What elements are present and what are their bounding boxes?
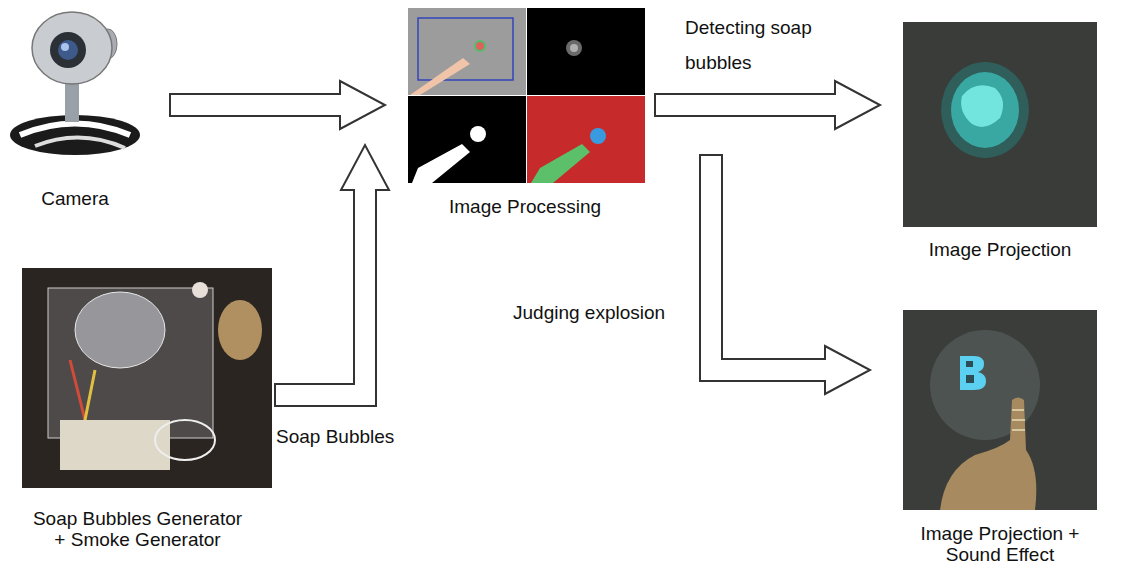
bubble-region: [590, 128, 606, 144]
bubble-light: [961, 85, 1003, 127]
arrow-label: Soap Bubbles: [276, 426, 416, 448]
bubble-glow: [566, 40, 582, 56]
acrylic-frame: [48, 288, 213, 438]
bubble-drum: [75, 292, 165, 368]
picture-caption: Image Projection + Sound Effect: [910, 523, 1090, 565]
generator-picture: [22, 268, 272, 488]
bubble-halo: [941, 62, 1029, 158]
webcam-lens: [58, 40, 78, 60]
picture-node: Image Projection + Sound Effect: [900, 310, 1100, 565]
hand: [940, 398, 1036, 511]
finger-blob: [412, 144, 470, 183]
bubble-core: [570, 44, 578, 52]
projection-picture: [903, 22, 1097, 227]
webcam-lens-glint: [61, 43, 69, 51]
webcam-base-stripe: [35, 137, 125, 148]
processing-picture: [408, 8, 645, 183]
projected-glyph: [960, 356, 986, 390]
picture-node: Image Projection: [900, 22, 1100, 260]
photo-ground: [903, 310, 1097, 510]
picture-caption: Image Projection: [902, 239, 1098, 260]
glyph-hole: [966, 361, 973, 367]
finger-region: [531, 144, 590, 183]
toy: [218, 300, 262, 360]
webcam-neck: [65, 82, 79, 122]
picture-node: Image Processing: [405, 8, 645, 217]
bowl: [155, 420, 215, 460]
camera-frame: [408, 8, 526, 95]
webcam-base-stripe: [20, 124, 130, 136]
bubble-mark: [475, 41, 485, 51]
finger-lines: [1012, 410, 1025, 430]
picture-caption: Image Processing: [407, 196, 643, 217]
fitting: [192, 282, 208, 298]
arrow-label: Detecting soap bubbles: [685, 10, 815, 80]
picture-caption: Camera: [7, 188, 143, 209]
finger: [410, 58, 470, 95]
picture-caption: Soap Bubbles Generator + Smoke Generator: [28, 508, 248, 550]
photo-ground: [22, 268, 272, 488]
binary-frame: [408, 96, 526, 183]
label-frame: [527, 96, 645, 183]
block-arrow: [170, 81, 385, 129]
difference-frame: [527, 8, 645, 95]
photo-ground: [903, 22, 1097, 227]
webcam-lens-ring: [50, 32, 86, 68]
picture-node: Soap Bubbles Generator + Smoke Generator: [5, 268, 270, 550]
block-arrow: [655, 81, 880, 129]
search-window: [418, 18, 513, 80]
block-arrow: [275, 145, 389, 406]
arrow-label: Judging explosion: [513, 302, 688, 324]
glyph-hole: [966, 375, 974, 383]
block-arrow: [700, 155, 870, 394]
explosion-picture: [903, 310, 1097, 510]
bubble-blob: [470, 126, 486, 142]
picture-node: Camera: [5, 5, 145, 209]
smoke-box: [60, 420, 170, 470]
webcam-body: [32, 12, 112, 84]
bubble-body: [951, 72, 1019, 148]
webcam-picture: [10, 12, 140, 155]
